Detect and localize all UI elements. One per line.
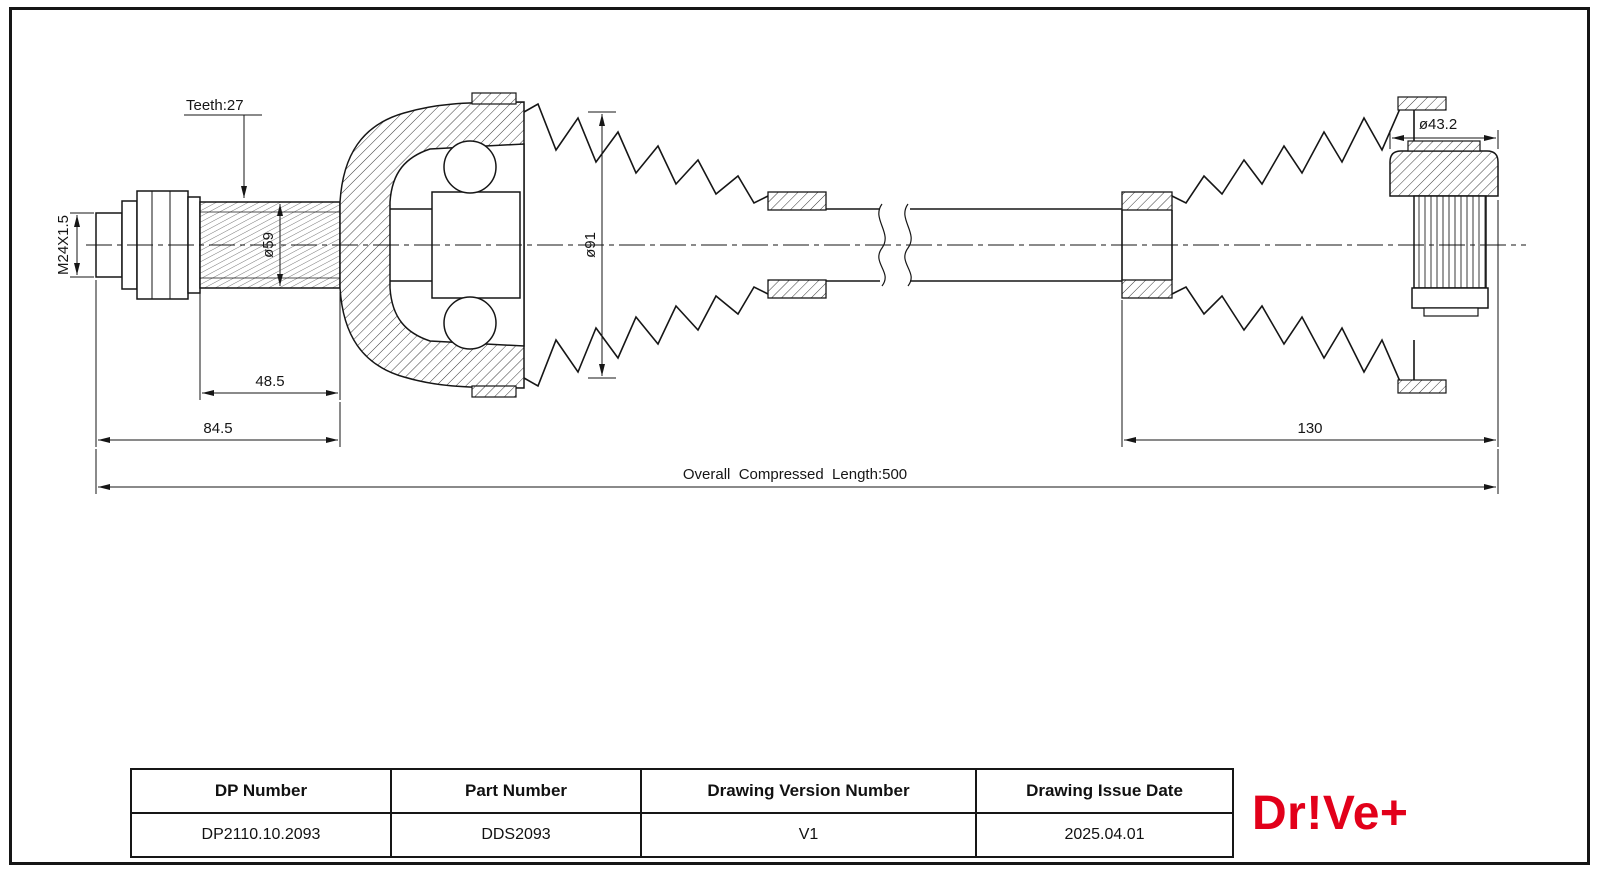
clamp-band-bottom [1121, 279, 1173, 299]
title-block-value-row: DP2110.10.2093 DDS2093 V1 2025.04.01 [130, 812, 1234, 858]
dim-teeth: Teeth:27 [184, 97, 262, 198]
title-block: DP Number Part Number Drawing Version Nu… [130, 768, 1234, 858]
flange-cap [1389, 150, 1499, 197]
dim-stub-diameter: ø43.2 [1389, 116, 1499, 149]
right-cv-boot [1171, 96, 1447, 394]
thread-label: M24X1.5 [55, 215, 72, 275]
title-block-header-row: DP Number Part Number Drawing Version Nu… [130, 768, 1234, 814]
right-boot-small-clamp [1121, 191, 1173, 299]
bearing-ball-bottom [443, 296, 497, 350]
break-line-right [904, 203, 912, 287]
dim-stub-length: 84.5 [95, 280, 341, 447]
splined-stub [1413, 195, 1487, 289]
boot-band-top [1397, 96, 1447, 111]
part-number-header: Part Number [390, 768, 642, 814]
left-boot-clamp [767, 191, 827, 299]
stub-ring [1423, 307, 1479, 317]
stub-diameter-label: ø43.2 [1419, 116, 1457, 133]
flange-cap-top [1407, 140, 1481, 152]
dim-thread: M24X1.5 [55, 212, 94, 278]
brand-logo: Dr!Ve+ [1252, 787, 1409, 840]
boot-diameter-label: ø91 [582, 232, 599, 258]
stub-length-label: 84.5 [203, 420, 232, 437]
right-joint-stub [1389, 140, 1499, 317]
drawing-version-value: V1 [640, 812, 977, 858]
dim-spline-diameter: ø59 [260, 204, 283, 286]
driveshaft-technical-drawing: Teeth:27 M24X1.5 ø59 ø91 48.5 84.5 [55, 92, 1526, 494]
boot-top-profile [523, 102, 769, 205]
dim-overall-length: Overall Compressed Length:500 [95, 449, 1499, 494]
dim-boot-diameter: ø91 [582, 111, 616, 379]
spline-length-label: 48.5 [255, 373, 284, 390]
part-number-value: DDS2093 [390, 812, 642, 858]
clamp-band-top [767, 191, 827, 211]
stub-collar [1411, 287, 1489, 309]
boot-bottom-profile [523, 285, 769, 388]
drawing-version-header: Drawing Version Number [640, 768, 977, 814]
dim-right-length: 130 [1121, 200, 1499, 447]
issue-date-value: 2025.04.01 [975, 812, 1234, 858]
clamp-band-top [1121, 191, 1173, 211]
boot-band-bottom [1397, 379, 1447, 394]
left-cv-boot [523, 102, 769, 388]
boot-bottom-profile [1171, 285, 1415, 388]
axle-shaft [826, 203, 1122, 287]
spline-diameter-label: ø59 [260, 232, 277, 258]
dp-number-header: DP Number [130, 768, 392, 814]
boot-band-top [471, 92, 517, 105]
issue-date-header: Drawing Issue Date [975, 768, 1234, 814]
right-length-label: 130 [1297, 420, 1322, 437]
overall-length-label: Overall Compressed Length:500 [683, 466, 907, 483]
dim-spline-length: 48.5 [199, 292, 341, 400]
dp-number-value: DP2110.10.2093 [130, 812, 392, 858]
boot-band-bottom [471, 385, 517, 398]
teeth-label: Teeth:27 [186, 97, 244, 114]
boot-top-profile [1171, 102, 1415, 205]
break-line-left [878, 203, 886, 287]
clamp-band-bottom [767, 279, 827, 299]
bearing-ball-top [443, 140, 497, 194]
